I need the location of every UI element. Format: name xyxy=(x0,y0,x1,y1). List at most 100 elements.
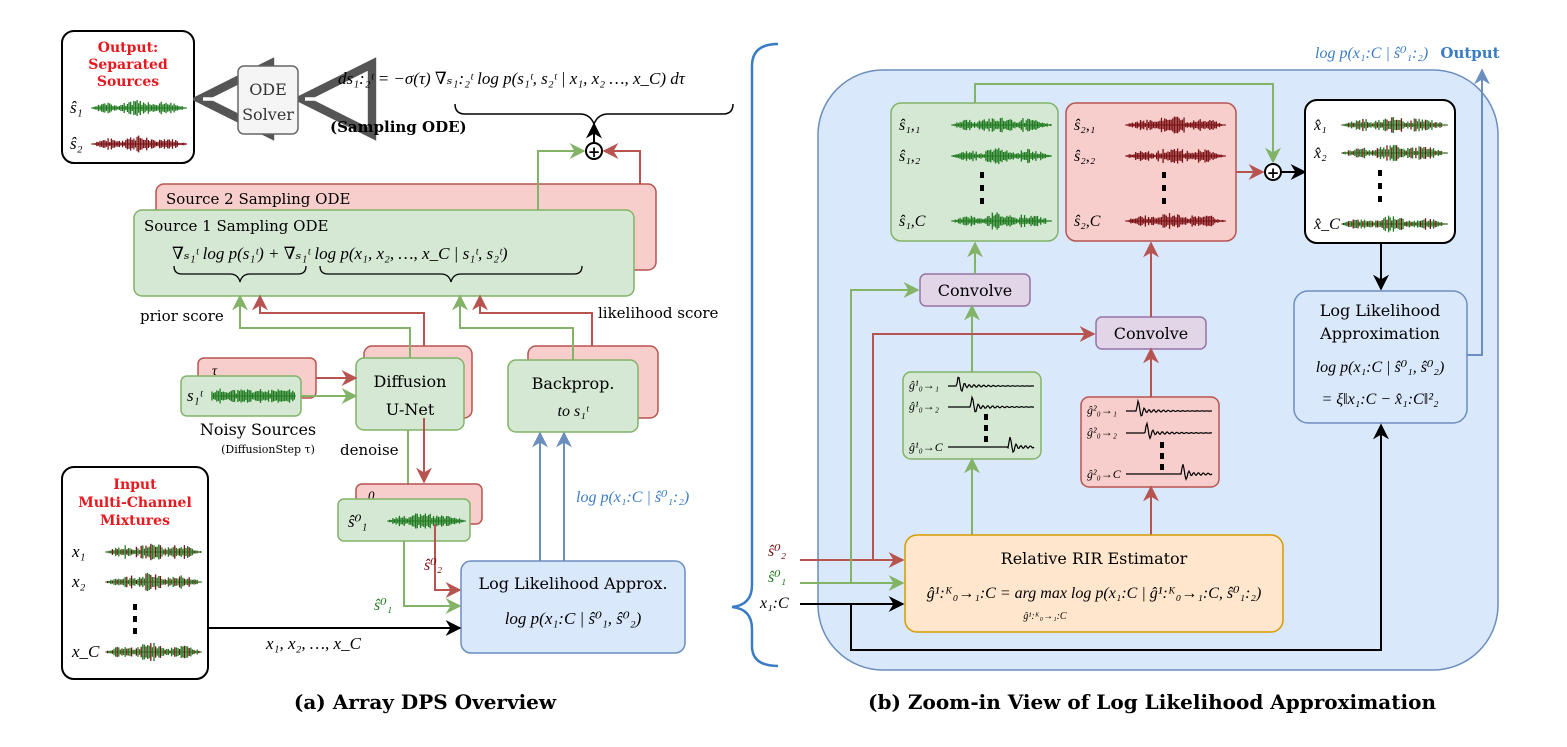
plus-sign-b: + xyxy=(1267,164,1280,182)
arrow-s1-to-convolve1 xyxy=(850,282,920,583)
convolve2-label: Convolve xyxy=(1114,324,1188,343)
waveform-xhat1 xyxy=(1341,117,1448,133)
unet-line1: Diffusion xyxy=(374,372,447,391)
source2-title: Source 2 Sampling ODE xyxy=(166,190,350,208)
top-output-formula: log p(x₁:C | ŝ⁰₁:₂) xyxy=(1315,45,1428,62)
ode-solver-box xyxy=(237,65,299,135)
waveform-input-xC xyxy=(105,642,202,662)
rir2-ellipsis-dot1 xyxy=(1160,442,1164,448)
llh-approximation-box xyxy=(1293,290,1468,424)
s21-label: ŝ₂,₁ xyxy=(1074,117,1095,134)
arrow-backprop-to-lik-green xyxy=(452,294,574,360)
output-row-s1: ŝ₁ xyxy=(70,98,83,117)
rir-estimator-box xyxy=(904,534,1284,633)
rir1-rowC: ĝ¹₀→C xyxy=(909,440,944,454)
llh-b-formula2: = ξ‖x₁:C − x̂₁:C‖²₂ xyxy=(1321,391,1439,408)
output-title-line1: Output: xyxy=(98,40,158,56)
input-row-xC: x_C xyxy=(71,642,100,661)
llh-approx-title: Log Likelihood Approx. xyxy=(478,574,667,593)
llh-b-formula1: log p(x₁:C | ŝ⁰₁, ŝ⁰₂) xyxy=(1316,359,1445,376)
arrow-s1-to-plus xyxy=(974,83,1281,164)
s1-ellipsis-dot3 xyxy=(980,198,984,204)
backprop-line2: to s₁ᵗ xyxy=(558,403,590,420)
clean-s1-label: ŝ⁰₁ xyxy=(348,512,367,531)
input-ellipsis-dot1 xyxy=(133,604,137,610)
panel-a: Output: Separated Sources ŝ₁ ŝ₂ ODE Solv… xyxy=(61,30,734,714)
top-output-label: Output xyxy=(1440,44,1499,62)
arrow-s2-to-convolve2 xyxy=(872,326,1096,560)
waveform-s21 xyxy=(1125,116,1226,134)
noisy-caption: Noisy Sources xyxy=(200,420,316,439)
input-s1-label: ŝ⁰₁ xyxy=(768,569,786,586)
panel-connector-brace xyxy=(731,42,779,668)
rir1-row2: ĝ¹₀→₂ xyxy=(909,399,939,413)
llh-b-title-line1: Log Likelihood xyxy=(1320,301,1441,320)
s1-hat-label: ŝ⁰₁ xyxy=(374,597,392,614)
s2-ellipsis-dot3 xyxy=(1162,198,1166,204)
s1-ellipsis-dot1 xyxy=(980,172,984,178)
llh-approx-box xyxy=(460,560,686,654)
noisy-subcaption: (DiffusionStep τ) xyxy=(221,443,315,456)
panel-b-caption: (b) Zoom-in View of Log Likelihood Appro… xyxy=(868,690,1436,714)
xhat-ellipsis-dot2 xyxy=(1378,183,1382,189)
estimator-formula: ĝ¹:ᴷ₀→₁:C = arg max log p(x₁:C | ĝ¹:ᴷ₀→₁… xyxy=(927,585,1262,602)
waveform-input-x2 xyxy=(105,572,202,592)
arrow-s1-to-llh xyxy=(403,541,462,614)
arrow-unet-to-prior-green xyxy=(232,294,411,358)
rir1-ellipsis-dot1 xyxy=(984,414,988,420)
xhatC-label: x̂_C xyxy=(1313,216,1340,233)
waveform-s2C xyxy=(1125,213,1226,229)
backprop-line1: Backprop. xyxy=(532,374,615,393)
denoise-label: denoise xyxy=(340,441,399,459)
s22-label: ŝ₂,₂ xyxy=(1074,148,1096,165)
ode-solver-line2: Solver xyxy=(242,105,294,124)
sampling-equation: ds₁:₂ᵗ = −σ(τ) ∇ₛ₁:₂ᵗ log p(s₁ᵗ, s₂ᵗ | x… xyxy=(338,69,686,88)
panel-b: log p(x₁:C | ŝ⁰₁:₂) Output ŝ₁,₁ ŝ₁,₂ ŝ₁,… xyxy=(759,44,1500,714)
input-x-label: x₁:C xyxy=(759,595,789,612)
prior-brace xyxy=(173,265,307,283)
noisy-s1-label: s₁ᵗ xyxy=(187,386,204,405)
mixture-arrow-label: x₁, x₂, …, x_C xyxy=(265,634,362,653)
convolve1-label: Convolve xyxy=(938,281,1012,300)
rir-curve-1-1 xyxy=(948,376,1035,393)
waveform-clean xyxy=(387,513,466,529)
waveform-output-s2 xyxy=(91,135,187,153)
s2-ellipsis-dot2 xyxy=(1162,185,1166,191)
input-ellipsis-dot3 xyxy=(133,628,137,634)
ode-solver-line1: ODE xyxy=(249,80,287,99)
waveform-s1C xyxy=(951,212,1052,230)
xhat1-label: x̂₁ xyxy=(1313,117,1327,134)
panel-a-caption: (a) Array DPS Overview xyxy=(294,690,557,714)
estimator-subscript: ĝ¹:ᴷ₀→₁:C xyxy=(1023,611,1067,622)
rir1-ellipsis-dot3 xyxy=(984,436,988,442)
rir2-rowC: ĝ²₀→C xyxy=(1087,467,1122,481)
arrow-source1-to-plus xyxy=(537,143,586,210)
arrow-x-to-llh-b xyxy=(850,423,1389,651)
s11-label: ŝ₁,₁ xyxy=(899,117,920,134)
input-box xyxy=(61,466,209,680)
output-title-line3: Sources xyxy=(97,74,159,90)
input-title-line2: Multi-Channel xyxy=(78,495,192,511)
llh-b-title-line2: Approximation xyxy=(1319,324,1440,343)
input-ellipsis-dot2 xyxy=(133,616,137,622)
waveform-s22 xyxy=(1125,148,1226,164)
waveform-xhatC xyxy=(1341,215,1448,233)
s2-hat-label: ŝ⁰₂ xyxy=(424,557,443,574)
output-title-line2: Separated xyxy=(88,57,168,73)
likelihood-brace xyxy=(319,265,583,283)
waveform-output-s1 xyxy=(91,99,187,117)
input-title-line3: Mixtures xyxy=(100,513,170,529)
rir2-ellipsis-dot2 xyxy=(1160,453,1164,459)
s1-ellipsis-dot2 xyxy=(980,185,984,191)
input-s2-label: ŝ⁰₂ xyxy=(768,543,787,560)
waveform-input-x1 xyxy=(105,543,202,561)
likelihood-score-label: likelihood score xyxy=(598,304,719,322)
s12-label: ŝ₁,₂ xyxy=(899,148,921,165)
waveform-s12 xyxy=(951,147,1052,165)
rir-curve-2-2 xyxy=(1126,421,1213,441)
sampling-ode-label: (Sampling ODE) xyxy=(330,118,467,136)
arrow-unet-to-prior-red xyxy=(252,294,425,346)
arrow-s2-to-llh xyxy=(434,524,462,598)
plus-junction xyxy=(585,142,603,160)
unet-line2: U-Net xyxy=(386,400,435,419)
